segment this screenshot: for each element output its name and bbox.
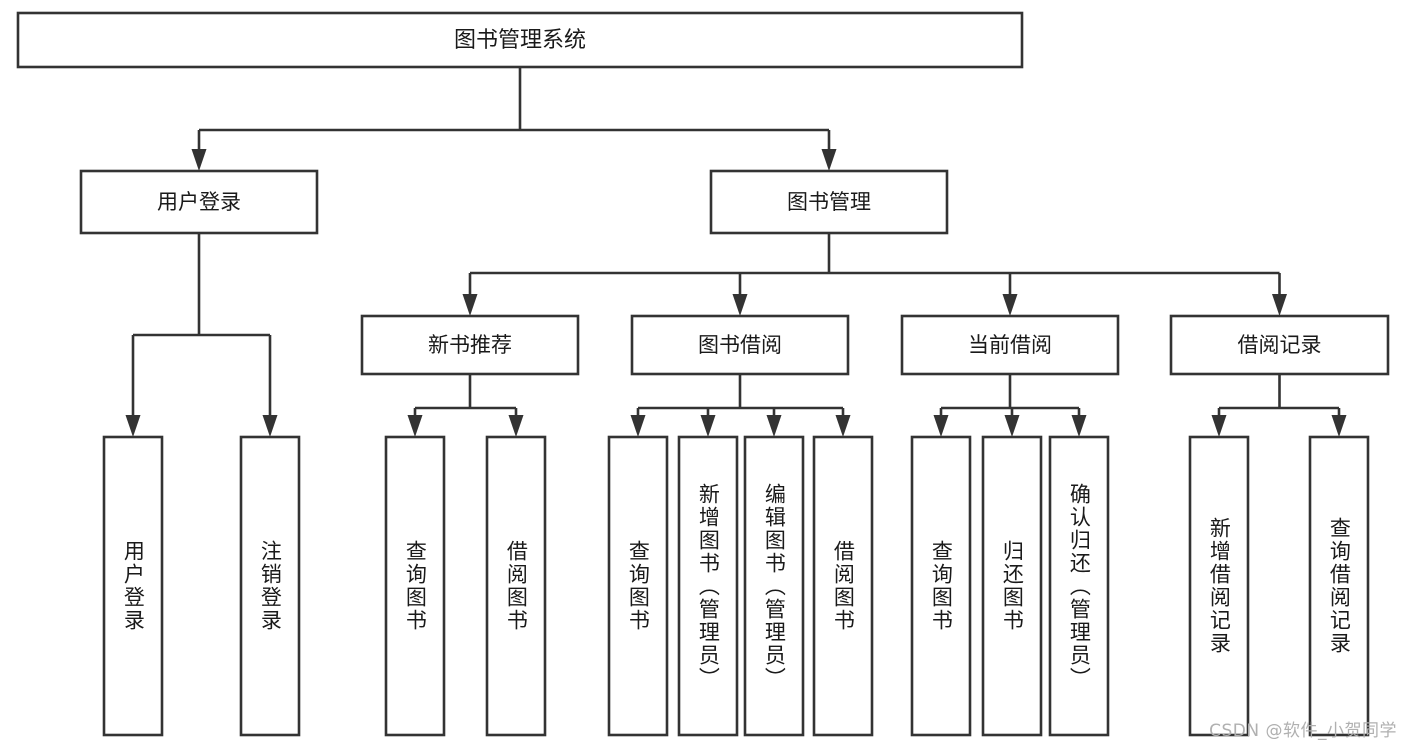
node-leaf-bk-borrow[interactable] [812, 435, 874, 737]
node-leaf-user-login[interactable] [102, 435, 164, 737]
edge-group-l2-newbook [407, 374, 524, 437]
node-box[interactable] [16, 11, 1024, 69]
arrow-head-icon [700, 415, 716, 437]
arrow-head-icon [262, 415, 278, 437]
node-box[interactable] [485, 435, 547, 737]
node-label: 当前借阅 [968, 333, 1052, 357]
node-box[interactable] [384, 435, 446, 737]
node-box[interactable] [709, 169, 949, 235]
arrow-head-icon [125, 415, 141, 437]
arrow-head-icon [835, 415, 851, 437]
node-box[interactable] [1169, 314, 1390, 376]
arrow-head-icon [766, 415, 782, 437]
node-box[interactable] [102, 435, 164, 737]
arrow-head-icon [462, 294, 478, 316]
node-box[interactable] [360, 314, 580, 376]
arrow-head-icon [508, 415, 524, 437]
arrow-head-icon [1002, 294, 1018, 316]
arrow-head-icon [191, 149, 207, 171]
arrow-head-icon [1004, 415, 1020, 437]
arrow-head-icon [407, 415, 423, 437]
node-box[interactable] [812, 435, 874, 737]
node-box[interactable] [630, 314, 850, 376]
node-l2-newbook[interactable] [360, 314, 580, 376]
arrow-head-icon [1071, 415, 1087, 437]
edge-group-l2-record [1211, 374, 1347, 437]
node-leaf-bk-query[interactable] [607, 435, 669, 737]
node-l2-current[interactable] [900, 314, 1120, 376]
node-l1-login[interactable] [79, 169, 319, 235]
node-leaf-rec-add[interactable] [1188, 435, 1250, 737]
edge-group-l2-current [933, 374, 1087, 437]
node-l2-borrow[interactable] [630, 314, 850, 376]
node-box[interactable] [1188, 435, 1250, 737]
node-box[interactable] [743, 435, 805, 737]
node-box[interactable] [677, 435, 739, 737]
node-box[interactable] [981, 435, 1043, 737]
node-leaf-cur-confirm[interactable] [1048, 435, 1110, 737]
edge-group-l2-borrow [630, 374, 851, 437]
node-leaf-bk-add[interactable] [677, 435, 739, 737]
edge-group-root [191, 67, 837, 171]
node-label: 新书推荐 [428, 333, 512, 357]
node-box[interactable] [900, 314, 1120, 376]
node-box[interactable] [79, 169, 319, 235]
node-leaf-cur-query[interactable] [910, 435, 972, 737]
watermark-csdn: CSDN @软件_小贺同学 [1209, 721, 1397, 741]
node-root[interactable] [16, 11, 1024, 69]
node-leaf-user-logout[interactable] [239, 435, 301, 737]
node-label: 图书借阅 [698, 333, 782, 357]
arrow-head-icon [1331, 415, 1347, 437]
edges-layer [125, 67, 1347, 437]
node-box[interactable] [1308, 435, 1370, 737]
node-l2-record[interactable] [1169, 314, 1390, 376]
node-leaf-cur-return[interactable] [981, 435, 1043, 737]
node-leaf-bk-edit[interactable] [743, 435, 805, 737]
arrow-head-icon [630, 415, 646, 437]
arrow-head-icon [821, 149, 837, 171]
edge-group-l1-login [125, 233, 278, 437]
node-box[interactable] [607, 435, 669, 737]
arrow-head-icon [1211, 415, 1227, 437]
node-label: 图书管理系统 [454, 28, 586, 53]
arrow-head-icon [1272, 294, 1287, 316]
node-label: 借阅记录 [1238, 333, 1322, 357]
node-label: 图书管理 [787, 190, 871, 214]
node-label: 用户登录 [157, 190, 241, 214]
edge-group-l1-books [462, 233, 1287, 316]
node-leaf-rec-query[interactable] [1308, 435, 1370, 737]
node-leaf-new-borrow[interactable] [485, 435, 547, 737]
node-box[interactable] [239, 435, 301, 737]
node-leaf-new-query[interactable] [384, 435, 446, 737]
node-l1-books[interactable] [709, 169, 949, 235]
arrow-head-icon [933, 415, 949, 437]
arrow-head-icon [732, 294, 748, 316]
node-box[interactable] [910, 435, 972, 737]
node-box[interactable] [1048, 435, 1110, 737]
